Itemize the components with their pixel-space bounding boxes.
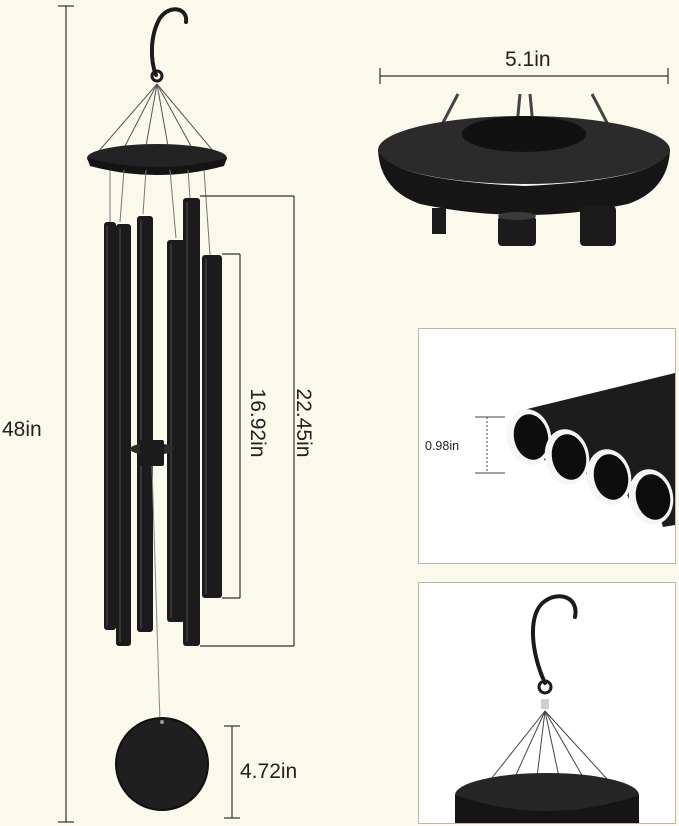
top-cap-detail — [370, 40, 679, 260]
longest-tube-dimension — [200, 195, 295, 647]
cap-tubes — [432, 206, 616, 246]
cap-closeup — [455, 773, 639, 817]
top-diameter-dimension — [379, 68, 669, 84]
wind-chime-illustration — [58, 5, 295, 823]
tube-closeup — [506, 373, 675, 527]
tube-diameter-label: 0.98in — [425, 439, 460, 453]
top-diameter-label: 5.1in — [505, 48, 551, 71]
hook-ring — [150, 69, 164, 83]
tube-strings — [109, 169, 211, 256]
wind-chime-drawing — [58, 5, 295, 823]
longest-tube-label: 22.45in — [292, 388, 315, 458]
cap-opening — [462, 116, 586, 152]
wind-sail — [116, 718, 208, 810]
hanging-hook — [149, 7, 189, 77]
tube — [104, 222, 116, 630]
sail-string — [151, 465, 161, 723]
tube — [183, 198, 200, 646]
tube — [116, 224, 131, 646]
hook-detail-panel — [418, 582, 676, 824]
overall-height-dimension — [58, 5, 74, 823]
overall-height-label: 48in — [2, 416, 42, 444]
hook-strings — [490, 710, 608, 780]
sail-dimension — [224, 725, 240, 819]
tube — [137, 216, 153, 632]
shortest-tube-dimension — [222, 253, 241, 599]
tube-diameter-dimension — [475, 416, 505, 474]
shortest-tube-label: 16.92in — [246, 388, 269, 458]
chime-tubes — [104, 198, 222, 646]
top-strings — [97, 83, 215, 153]
tube-detail-panel — [418, 328, 676, 564]
sail-diameter-label: 4.72in — [240, 760, 298, 783]
hook-closeup — [531, 594, 578, 685]
tube — [167, 240, 185, 622]
